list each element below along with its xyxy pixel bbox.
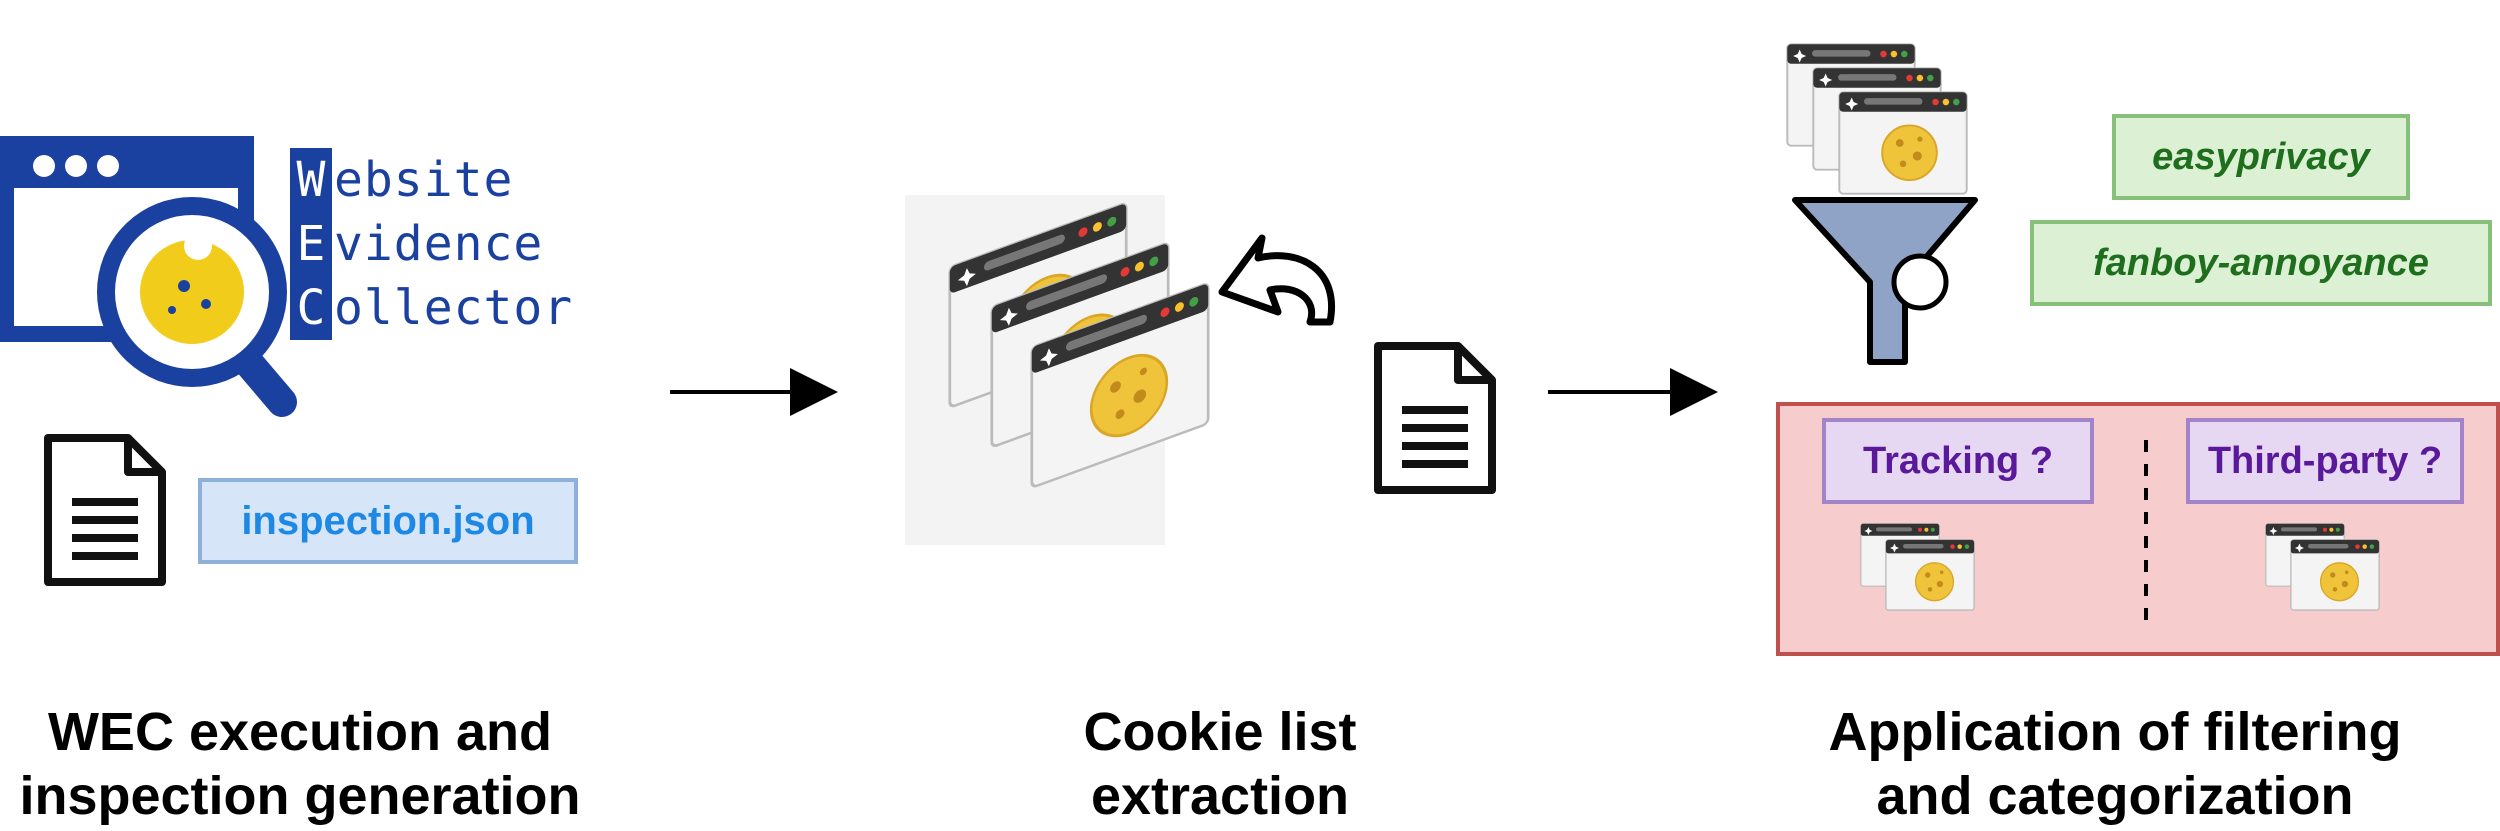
wec-logo-line-collector: C ollector	[290, 276, 573, 340]
category-tracking-label: Tracking ?	[1822, 418, 2094, 504]
funnel-icon	[1792, 197, 1978, 365]
extracted-list-document-icon	[1378, 346, 1492, 490]
caption-step1: WEC execution and inspection generation	[0, 700, 600, 828]
caption-step3-line1: Application of filtering	[1828, 702, 2402, 762]
wec-word-collector: ollector	[334, 280, 574, 336]
wec-logo-line-evidence: E vidence	[290, 212, 543, 276]
caption-step2-line1: Cookie list	[1083, 702, 1357, 762]
caption-step2: Cookie list extraction	[1020, 700, 1420, 828]
wec-word-evidence: vidence	[334, 216, 544, 272]
magnifier-cookie-icon	[97, 197, 297, 417]
filter-input-windows	[1786, 42, 1968, 196]
cookie-window-stack	[905, 195, 1208, 545]
caption-step2-line2: extraction	[1090, 766, 1350, 826]
caption-step1-line1: WEC execution and	[47, 702, 553, 762]
filter-easyprivacy-label: easyprivacy	[2112, 114, 2410, 200]
inspection-json-label: inspection.json	[198, 478, 578, 564]
wec-logo-line-website: W ebsite	[290, 148, 513, 212]
caption-step3: Application of filtering and categorizat…	[1770, 700, 2460, 828]
category-third-party-label: Third-party ?	[2186, 418, 2464, 504]
extract-arrow-icon	[1218, 234, 1335, 326]
wec-letter-w: W	[290, 148, 332, 212]
caption-step3-line2: and categorization	[1876, 766, 2354, 826]
wec-letter-c: C	[290, 276, 332, 340]
wec-word-website: ebsite	[334, 152, 514, 208]
filter-fanboy-annoyance-label: fanboy-annoyance	[2030, 220, 2492, 306]
wec-letter-e: E	[290, 212, 332, 276]
caption-step1-line2: inspection generation	[19, 766, 581, 826]
inspection-document-icon	[48, 438, 162, 582]
